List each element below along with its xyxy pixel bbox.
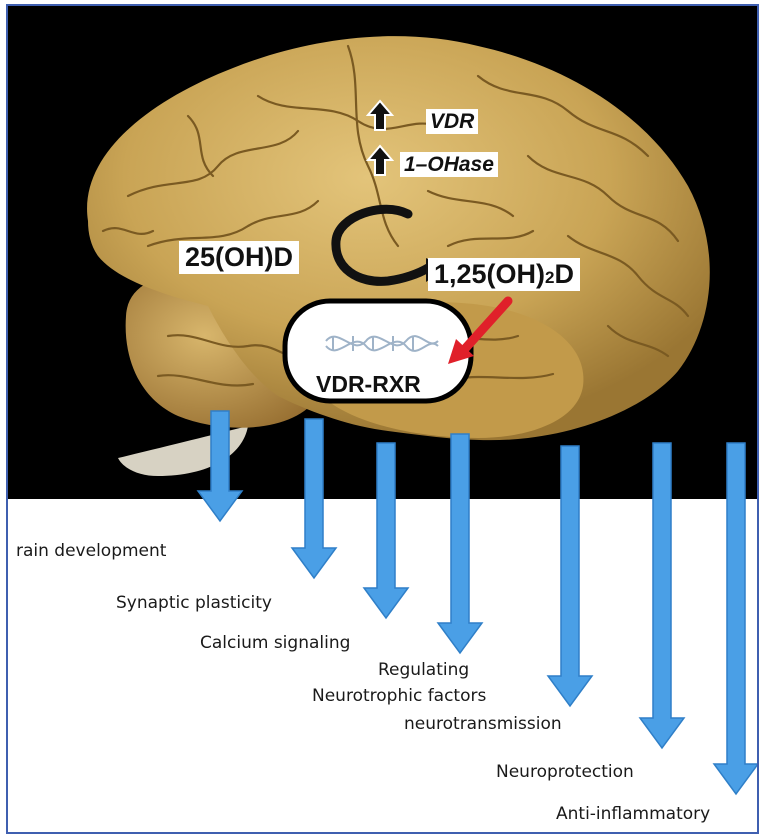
effect-label-neurotransmission: neurotransmission (404, 714, 562, 734)
vdr-label: VDR (426, 109, 478, 134)
vitamin-d-25oh-label: 25(OH)D (179, 241, 299, 274)
diagram-canvas (8, 6, 759, 834)
diagram-stage: VDR 1–OHase 25(OH)D 1,25(OH)2D VDR-RXR r… (8, 6, 759, 834)
effect-label-calcium-signaling: Calcium signaling (200, 633, 350, 653)
effect-label-regulating: Regulating (378, 660, 469, 680)
ohase-label: 1–OHase (400, 152, 498, 177)
vitamin-d-125oh2-label: 1,25(OH)2D (428, 258, 580, 291)
d125-subscript: 2 (545, 268, 554, 287)
effect-label-neuroprotection: Neuroprotection (496, 762, 634, 782)
effect-label-neurotrophic-factors: Neurotrophic factors (312, 686, 486, 706)
vdr-rxr-label: VDR-RXR (316, 371, 421, 398)
effect-label-synaptic-plasticity: Synaptic plasticity (116, 593, 272, 613)
d125-main-text: 1,25(OH) (434, 259, 545, 289)
d125-end-text: D (555, 259, 575, 289)
effect-label-brain-development: rain development (16, 541, 166, 561)
effect-label-anti-inflammatory: Anti-inflammatory (556, 804, 710, 824)
figure-frame: VDR 1–OHase 25(OH)D 1,25(OH)2D VDR-RXR r… (6, 4, 759, 834)
